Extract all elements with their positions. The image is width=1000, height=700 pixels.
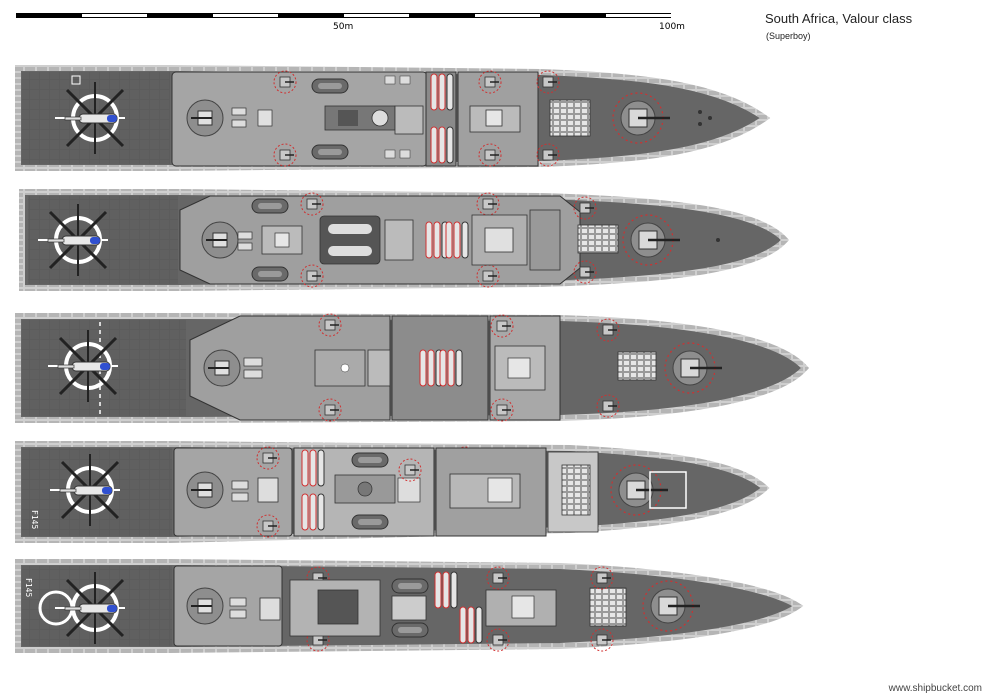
ship-view-4: F145 [15,441,770,543]
ship-view-1 [15,65,771,171]
footer-site-credit: www.shipbucket.com [888,683,982,694]
ship-view-2 [19,189,790,291]
hull-number-view-5: F145 [24,578,33,597]
scale-label-50m: 50m [333,22,354,32]
scale-bar [16,13,671,21]
scale-label-100m: 100m [659,22,685,32]
ship-view-5: F145 [15,559,804,653]
hull-number-view-4: F145 [30,510,39,529]
ship-view-3 [15,313,810,423]
page-title: South Africa, Valour class [765,11,913,26]
author-credit: (Superboy) [766,31,811,41]
